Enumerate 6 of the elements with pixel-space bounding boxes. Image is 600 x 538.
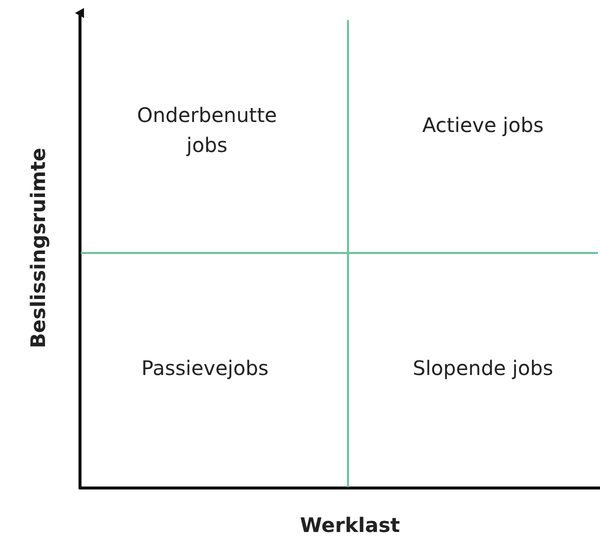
axis-title: Werklast — [299, 512, 401, 538]
axis-title: Beslissingsruimte — [25, 148, 51, 348]
quadrant-label: Slopende jobs — [412, 355, 554, 382]
quadrant-label: Onderbenutte jobs — [136, 102, 278, 159]
quadrant-label: Passievejobs — [140, 355, 270, 382]
quadrant-label: Actieve jobs — [421, 112, 545, 139]
